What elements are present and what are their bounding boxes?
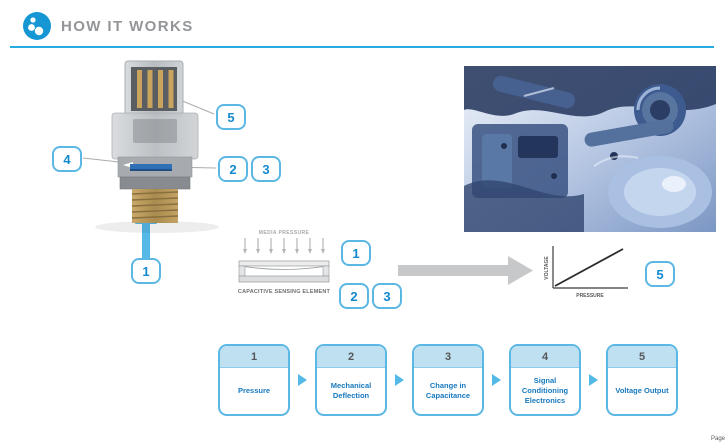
step-box-1: 1 Pressure	[218, 344, 290, 416]
step-label: Voltage Output	[615, 385, 669, 395]
pressure-sensor-illustration	[95, 60, 219, 233]
step-number: 2	[317, 346, 385, 368]
step-label: Change in Capacitance	[425, 380, 471, 400]
step-box-4: 4 Signal Conditioning Electronics	[509, 344, 581, 416]
step-arrow-icon	[298, 374, 307, 386]
badge-number: 3	[262, 161, 270, 177]
step-box-5: 5 Voltage Output	[606, 344, 678, 416]
graph-badge-5: 5	[645, 261, 675, 287]
media-pressure-arrows-icon	[243, 238, 325, 254]
sensing-element-label: CAPACITIVE SENSING ELEMENT	[238, 289, 331, 295]
graph-y-label: VOLTAGE	[544, 256, 550, 280]
step-label: Pressure	[237, 385, 271, 395]
badge-number: 2	[229, 161, 237, 177]
step-box-3: 3 Change in Capacitance	[412, 344, 484, 416]
step-number: 4	[511, 346, 579, 368]
header-divider	[10, 46, 714, 48]
capacitive-sensing-diagram: MEDIA PRESSURE CAPACITIVE SENSING ELEMEN…	[238, 230, 331, 295]
diagram-badge-1: 1	[341, 240, 371, 266]
callout-badge-1: 1	[131, 258, 161, 284]
step-number: 5	[608, 346, 676, 368]
flow-right-arrow-icon	[398, 256, 533, 285]
badge-number: 3	[383, 288, 391, 304]
page-title: HOW IT WORKS	[61, 18, 194, 35]
badge-number: 1	[142, 263, 150, 279]
diagram-badge-2: 2	[339, 283, 369, 309]
callout-badge-5: 5	[216, 104, 246, 130]
step-arrow-icon	[589, 374, 598, 386]
page-footer-label: Page	[710, 436, 725, 442]
step-arrow-icon	[395, 374, 404, 386]
step-number: 1	[220, 346, 288, 368]
media-pressure-label: MEDIA PRESSURE	[259, 230, 310, 236]
badge-number: 5	[656, 266, 664, 282]
callout-badge-3: 3	[251, 156, 281, 182]
step-arrow-icon	[492, 374, 501, 386]
badge-number: 2	[350, 288, 358, 304]
diagram-badge-3: 3	[372, 283, 402, 309]
step-label: Signal Conditioning Electronics	[521, 375, 569, 406]
brand-dots-icon	[23, 12, 51, 40]
step-label: Mechanical Deflection	[330, 380, 372, 400]
step-box-2: 2 Mechanical Deflection	[315, 344, 387, 416]
step-number: 3	[414, 346, 482, 368]
badge-number: 1	[352, 245, 360, 261]
badge-number: 4	[63, 151, 71, 167]
badge-number: 5	[227, 109, 235, 125]
callout-badge-4: 4	[52, 146, 82, 172]
engine-photo	[464, 66, 716, 232]
voltage-pressure-graph: VOLTAGE PRESSURE	[544, 246, 628, 299]
callout-badge-2: 2	[218, 156, 248, 182]
process-steps: 1 Pressure 2 Mechanical Deflection 3 Cha…	[218, 344, 678, 416]
graph-x-label: PRESSURE	[576, 293, 604, 299]
